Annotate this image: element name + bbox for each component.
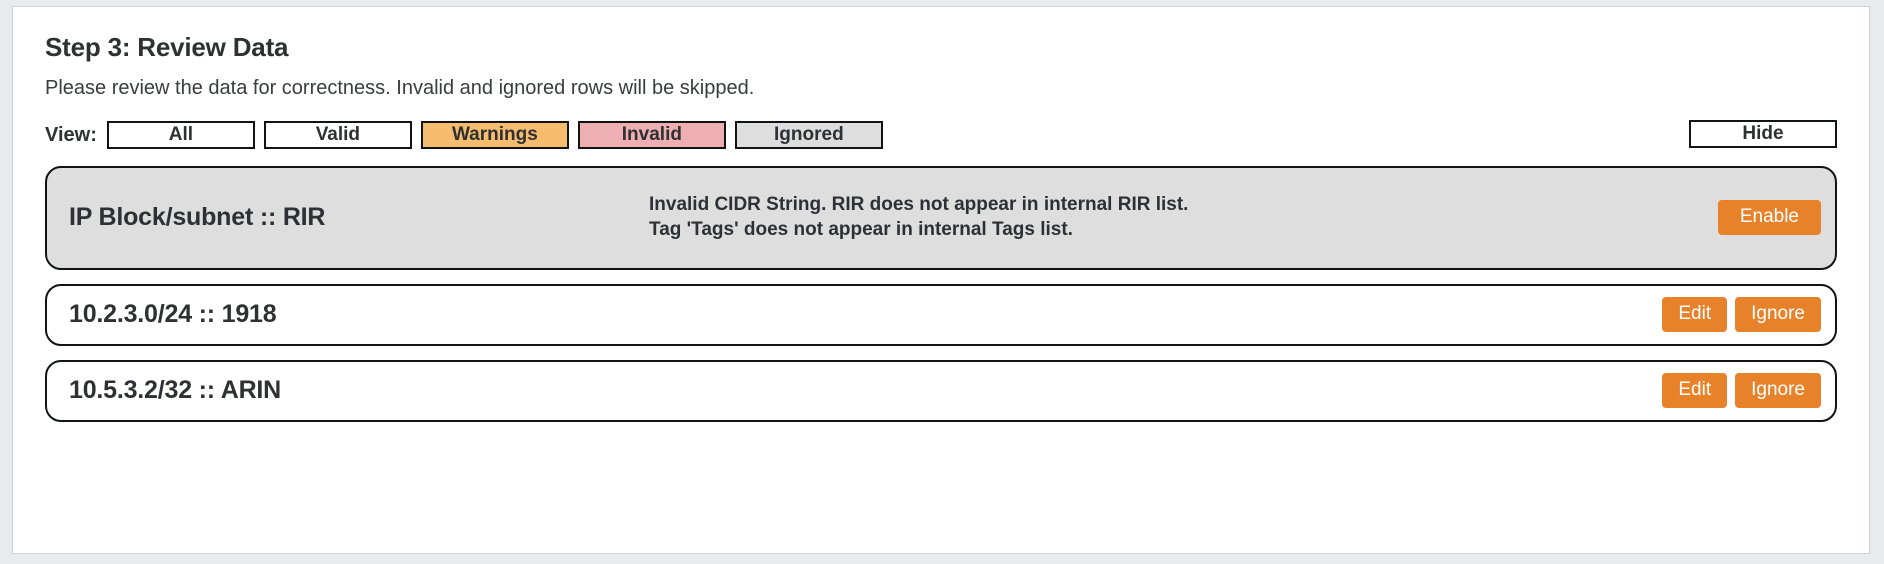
- table-row: IP Block/subnet :: RIR Invalid CIDR Stri…: [45, 165, 1837, 270]
- page-subtitle: Please review the data for correctness. …: [45, 76, 755, 99]
- filter-button-warnings[interactable]: Warnings: [420, 120, 569, 149]
- row-label: 10.2.3.0/24 :: 1918: [69, 300, 277, 329]
- row-actions: Enable: [1717, 200, 1821, 235]
- table-row: 10.5.3.2/32 :: ARIN Edit Ignore: [45, 359, 1837, 422]
- edit-button[interactable]: Edit: [1662, 373, 1728, 408]
- hide-button[interactable]: Hide: [1689, 119, 1837, 148]
- view-filter-bar: View: All Valid Warnings Invalid Ignored…: [45, 119, 1837, 150]
- page-title: Step 3: Review Data: [45, 32, 289, 62]
- ignore-button[interactable]: Ignore: [1735, 297, 1821, 332]
- view-filter-label: View:: [45, 123, 97, 146]
- review-panel: Step 3: Review Data Please review the da…: [12, 6, 1870, 554]
- data-row-list: IP Block/subnet :: RIR Invalid CIDR Stri…: [45, 165, 1837, 422]
- table-row: 10.2.3.0/24 :: 1918 Edit Ignore: [45, 283, 1837, 346]
- filter-button-ignored[interactable]: Ignored: [734, 120, 883, 149]
- enable-button[interactable]: Enable: [1717, 200, 1821, 235]
- filter-button-all[interactable]: All: [106, 120, 255, 149]
- edit-button[interactable]: Edit: [1662, 297, 1728, 332]
- ignore-button[interactable]: Ignore: [1735, 373, 1821, 408]
- row-actions: Edit Ignore: [1662, 297, 1821, 332]
- filter-button-valid[interactable]: Valid: [263, 120, 412, 149]
- row-validation-message: Invalid CIDR String. RIR does not appear…: [649, 194, 1189, 240]
- row-label: 10.5.3.2/32 :: ARIN: [69, 376, 282, 405]
- row-actions: Edit Ignore: [1662, 373, 1821, 408]
- row-label: IP Block/subnet :: RIR: [69, 203, 326, 232]
- filter-button-invalid[interactable]: Invalid: [577, 120, 726, 149]
